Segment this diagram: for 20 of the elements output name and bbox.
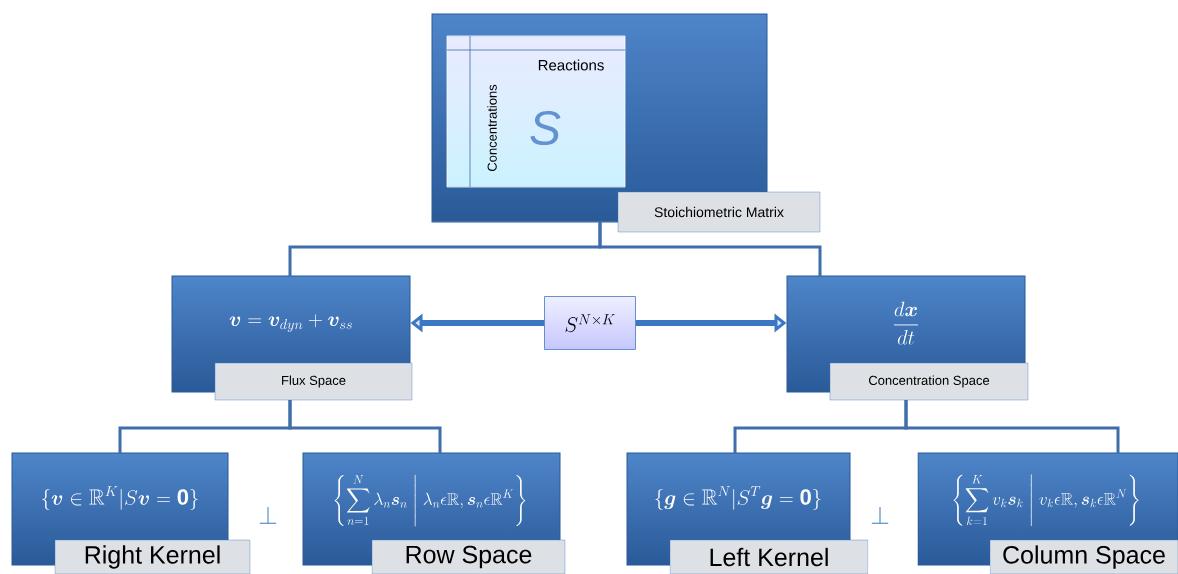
caption-tab: Left Kernel bbox=[669, 539, 869, 574]
caption-tab: Stoichiometric Matrix bbox=[617, 191, 821, 233]
caption-tab: Column Space bbox=[989, 539, 1178, 574]
connector-line bbox=[598, 222, 822, 276]
caption-tab: Concentration Space bbox=[829, 362, 1029, 401]
connector-line bbox=[904, 400, 1120, 453]
caption-tab: Right Kernel bbox=[54, 539, 251, 574]
connector-line bbox=[288, 400, 442, 453]
formula: $\{\boldsymbol{v} \in \mathbb{R}^{K} | S\boldsymbol{v} = \mathbf{0}\}$ bbox=[42, 486, 198, 510]
formula: $\left\{\sum_{k=1}^{K} v_k \boldsymbol{s}_k \;\middle|\; v_k \epsilon \mathbb{R}, \boldsymbol{s}_k \epsilon \mathbb{R}^{N}\right\}$ bbox=[953, 474, 1139, 527]
formula: $\left\{\sum_{n=1}^{N} \lambda_n \boldsymbol{s}_n \;\middle|\; \lambda_n \epsilon \mathbb{R}, \boldsymbol{s}_n \epsilon \mathbb{R}^{K}\right\}$ bbox=[334, 474, 526, 527]
formula: $\{\boldsymbol{g} \in \mathbb{R}^{N} | S^{T}\boldsymbol{g} = \mathbf{0}\}$ bbox=[655, 486, 821, 510]
matrix-table: Reactions Concentrations S bbox=[446, 35, 626, 188]
formula: $\frac{d\boldsymbol{x}}{dt}$ bbox=[893, 301, 919, 345]
caption-tab: Flux Space bbox=[214, 362, 413, 401]
caption-tab: Row Space bbox=[371, 539, 566, 574]
perpendicular-symbol: $\perp$ bbox=[871, 507, 889, 524]
matrix-box: $S^{N\times K}$ bbox=[544, 296, 636, 350]
perpendicular-symbol: $\perp$ bbox=[259, 507, 277, 524]
formula: $\boldsymbol{v} = \boldsymbol{v}_{dyn} + \boldsymbol{v}_{ss}$ bbox=[229, 314, 352, 332]
